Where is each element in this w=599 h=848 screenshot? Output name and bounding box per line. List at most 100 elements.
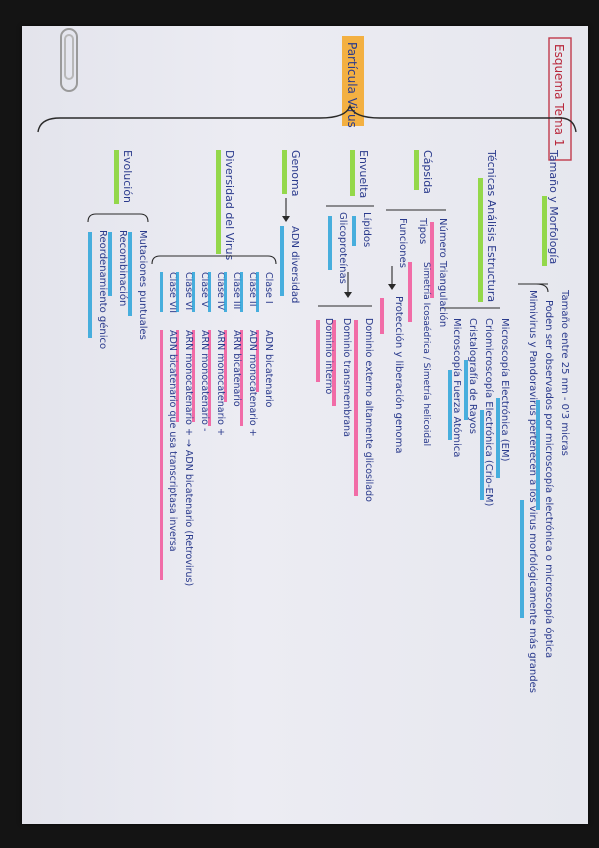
- clase-4-label-underline: [208, 272, 211, 312]
- branch-evolucion-label: Evolución: [121, 150, 134, 203]
- branch-envuelta: Envuelta Lípidos Glicoproteínas Dominio …: [316, 150, 374, 502]
- clase-6-detail: ARN monocatenario + → ADN bicatenario (R…: [183, 330, 194, 586]
- clase-5-label: Clase V: [199, 272, 210, 308]
- branch-capsida-underline: [414, 150, 419, 190]
- envuelta-item-glicoproteinas: Glicoproteínas: [337, 212, 349, 284]
- clase-7-detail: ADN bicatenario que usa transcriptasa in…: [167, 330, 178, 552]
- branch-capsida-label: Cápsida: [421, 150, 434, 194]
- evolucion-item-1: Mutaciones puntuales: [137, 230, 148, 340]
- clase-4-label: Clase IV: [215, 272, 226, 311]
- envuelta-arrowhead: [344, 292, 352, 298]
- branch-genoma: Genoma ADN diversidad: [280, 150, 302, 303]
- branch-envuelta-underline: [350, 150, 355, 196]
- envuelta-lipidos-underline: [352, 216, 356, 246]
- clase-1-underline: [256, 330, 259, 392]
- clase-3-detail: ARN bicatenario: [231, 330, 242, 407]
- branch-envuelta-label: Envuelta: [357, 150, 370, 198]
- envuelta-item-interno: Dominio interno: [323, 318, 334, 395]
- tecnicas-item-4: Microscopía Fuerza Atómica: [451, 318, 463, 457]
- branch-capsida: Cápsida Número Triangulación Tipos Simet…: [380, 150, 449, 453]
- paperclip-icon: [60, 28, 78, 92]
- branch-tamano: Tamaño y Morfología Tamaño entre 25 nm -…: [518, 149, 570, 693]
- clase-3-underline: [224, 330, 227, 402]
- branch-evolucion-underline: [114, 150, 119, 204]
- capsida-item-funciones: Funciones: [397, 218, 408, 268]
- clase-3-label: Clase III: [231, 272, 242, 309]
- clase-5-label-underline: [192, 272, 195, 312]
- tamano-underline-1: [536, 400, 540, 510]
- paperclip-inner-icon: [64, 34, 74, 80]
- root-node: Partícula Virus: [342, 36, 364, 128]
- clase-7-label: Clase VII: [167, 272, 178, 313]
- title-box: Esquema Tema 1: [548, 37, 572, 161]
- branch-tamano-label: Tamaño y Morfología: [547, 149, 560, 264]
- envuelta-glico-underline: [328, 216, 332, 270]
- genoma-detail-underline: [280, 226, 284, 296]
- envuelta-interno-underline: [316, 320, 320, 382]
- branch-diversidad-label: Diversidad del Virus: [223, 150, 236, 260]
- branch-tecnicas-label: Técnicas Análisis Estructura: [485, 149, 498, 302]
- branch-tecnicas-underline: [478, 178, 483, 302]
- capsida-item-tipos: Tipos: [417, 217, 428, 244]
- clase-5-underline: [192, 330, 195, 422]
- branch-tamano-brace: [518, 283, 549, 293]
- clase-6-underline: [176, 330, 179, 422]
- clase-4-detail: ARN monocatenario +: [215, 330, 226, 436]
- page-title: Esquema Tema 1: [552, 44, 566, 146]
- tamano-item-3: Mimivirus y Pandoravirus pertenecen a lo…: [527, 290, 539, 693]
- capsida-funciones-detail: Protección y liberación genoma: [393, 296, 405, 453]
- clase-1-label: Clase I: [263, 272, 274, 304]
- envuelta-item-transmembrana: Dominio transmembrana: [341, 318, 352, 437]
- genoma-detail: ADN diversidad: [289, 226, 300, 303]
- branch-evolucion: Evolución Mutaciones puntuales Recombina…: [87, 150, 149, 349]
- capsida-numero-underline: [430, 222, 434, 298]
- capsida-item-numero: Número Triangulación: [437, 218, 449, 327]
- clase-4-underline: [208, 330, 211, 426]
- clase-7-underline: [160, 330, 163, 580]
- tecnicas-item-3: Cristalografía de Rayos: [467, 318, 479, 434]
- tecnicas-underline-4: [448, 370, 452, 440]
- clase-1-detail: ADN bicatenario: [263, 330, 274, 408]
- evolucion-item-1-underline: [128, 232, 132, 316]
- clase-2-detail: ADN monocatenario +: [247, 330, 258, 437]
- branch-tamano-underline: [542, 196, 547, 266]
- envuelta-item-externo: Dominio externo altamente glicosilado: [363, 318, 374, 502]
- clase-5-detail: ARN monocatenario -: [199, 330, 210, 431]
- clase-7-label-underline: [160, 272, 163, 312]
- tecnicas-item-2: Criomicroscopía Electrónica (Crio-EM): [483, 318, 495, 507]
- clase-1-label-underline: [256, 272, 259, 312]
- main-brace: [37, 103, 577, 133]
- capsida-funciones-arrowhead: [388, 284, 396, 290]
- root-label: Partícula Virus: [345, 42, 359, 128]
- branch-genoma-underline: [282, 150, 287, 194]
- tecnicas-item-1: Microscopía Electrónica (EM): [499, 318, 511, 462]
- evolucion-item-3: Reordenamiento génico: [97, 230, 109, 349]
- capsida-tipos-underline: [408, 262, 412, 322]
- branch-diversidad: Diversidad del Virus Clase I ADN bicaten…: [151, 150, 277, 586]
- evolucion-item-2-underline: [108, 232, 112, 296]
- genoma-arrowhead: [282, 216, 290, 222]
- branch-tecnicas: Técnicas Análisis Estructura Microscopía…: [440, 149, 511, 507]
- clase-2-label: Clase II: [247, 272, 258, 307]
- capsida-tipos-detail: Simetría Icosaédrica / Simetría helicoid…: [421, 262, 432, 446]
- tamano-item-2: Poden ser observados por microscopía ele…: [543, 300, 555, 658]
- clase-2-label-underline: [240, 272, 243, 312]
- envuelta-transm-underline: [332, 320, 336, 406]
- tamano-underline-2: [520, 500, 524, 618]
- diversidad-brace: [151, 255, 277, 265]
- clase-6-label-underline: [176, 272, 179, 312]
- tecnicas-underline-1: [496, 398, 500, 478]
- envuelta-externo-underline: [354, 320, 358, 496]
- envuelta-item-lipidos: Lípidos: [361, 212, 373, 247]
- capsida-funciones-underline: [380, 298, 384, 334]
- evolucion-item-2: Recombinación: [117, 230, 129, 306]
- title-border: [548, 37, 572, 161]
- clase-2-underline: [240, 330, 243, 426]
- evolucion-item-3-underline: [88, 232, 92, 338]
- branch-diversidad-underline: [216, 150, 221, 254]
- clase-6-label: Clase VI: [183, 272, 194, 310]
- root-highlight: [342, 36, 364, 126]
- tecnicas-underline-2: [480, 410, 484, 500]
- tecnicas-underline-3: [464, 360, 468, 420]
